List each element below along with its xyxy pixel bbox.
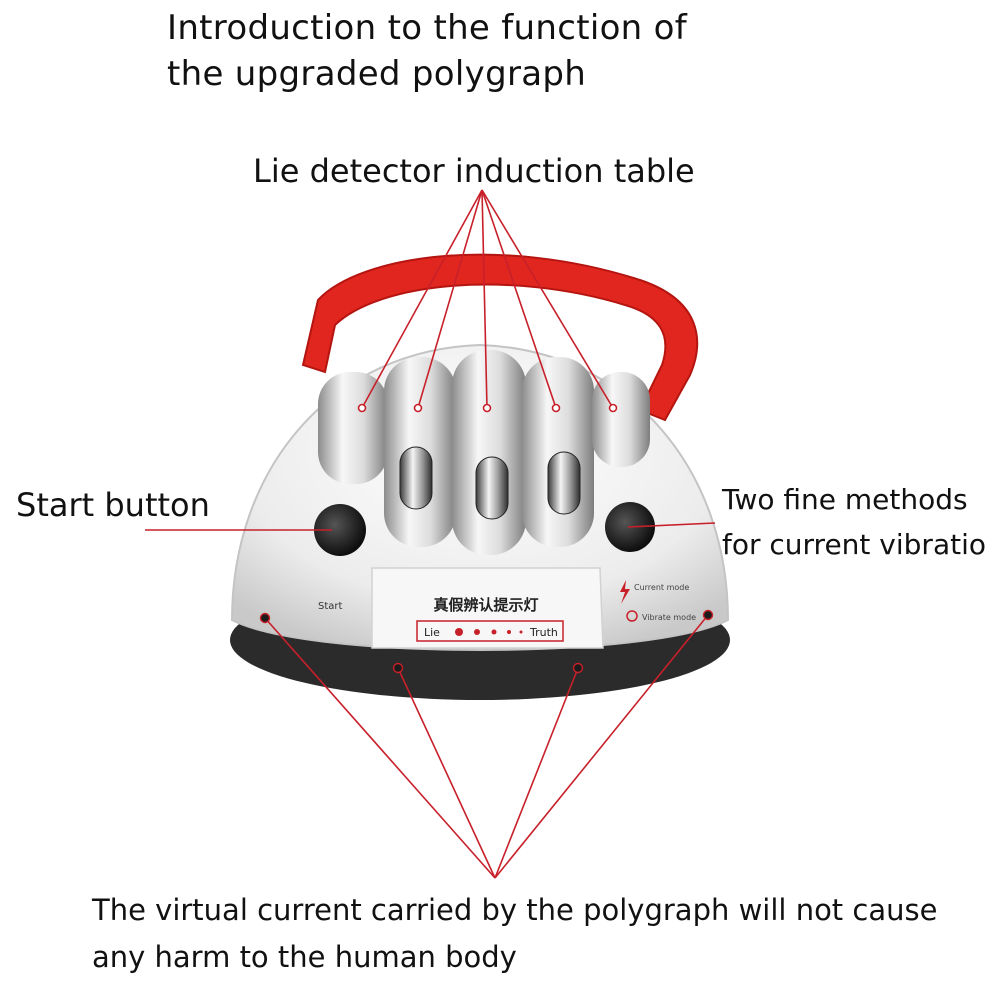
modes-callout-line — [627, 522, 716, 528]
induction-point — [357, 403, 367, 413]
indicator-led — [507, 630, 511, 634]
electrode-right — [547, 451, 581, 515]
finger-pad-3 — [522, 357, 594, 547]
electrode-left — [399, 446, 433, 510]
indicator-led — [455, 628, 463, 636]
indicator-led — [519, 630, 523, 634]
induction-point — [482, 403, 492, 413]
induction-table-label: Lie detector induction table — [253, 152, 695, 190]
electrode-center — [475, 456, 509, 520]
modes-label-line-2: for current vibratio — [722, 528, 986, 561]
lightning-icon — [620, 580, 630, 604]
contact-point — [572, 662, 584, 674]
start-label: Start — [318, 601, 343, 612]
induction-point — [551, 403, 561, 413]
start-button — [314, 504, 366, 556]
panel-title: 真假辨认提示灯 — [433, 596, 538, 614]
bottom-callout-lines — [264, 614, 709, 879]
modes-label-line-1: Two fine methods — [722, 483, 968, 516]
safety-note-line-2: any harm to the human body — [92, 940, 517, 974]
induction-callout-lines — [361, 189, 614, 409]
contact-point — [392, 662, 404, 674]
finger-pad-2 — [452, 350, 526, 555]
vibrate-mode-label: Vibrate mode — [642, 613, 696, 622]
start-button-label: Start button — [16, 486, 210, 524]
induction-point — [608, 403, 618, 413]
lie-label: Lie — [424, 626, 440, 639]
indicator-led — [491, 629, 497, 635]
title-line-1: Introduction to the function of — [167, 8, 688, 48]
contact-point — [259, 612, 271, 624]
safety-note-line-1: The virtual current carried by the polyg… — [92, 893, 938, 927]
front-panel — [371, 567, 604, 649]
contact-point — [702, 609, 714, 621]
induction-point — [413, 403, 423, 413]
truth-label: Truth — [529, 626, 558, 639]
title-line-2: the upgraded polygraph — [167, 54, 587, 94]
finger-pad-left — [318, 372, 388, 484]
vibrate-icon — [626, 610, 638, 622]
indicator-led — [474, 629, 480, 635]
indicator-strip — [416, 620, 564, 642]
current-mode-label: Current mode — [634, 583, 689, 592]
strap — [301, 253, 699, 422]
